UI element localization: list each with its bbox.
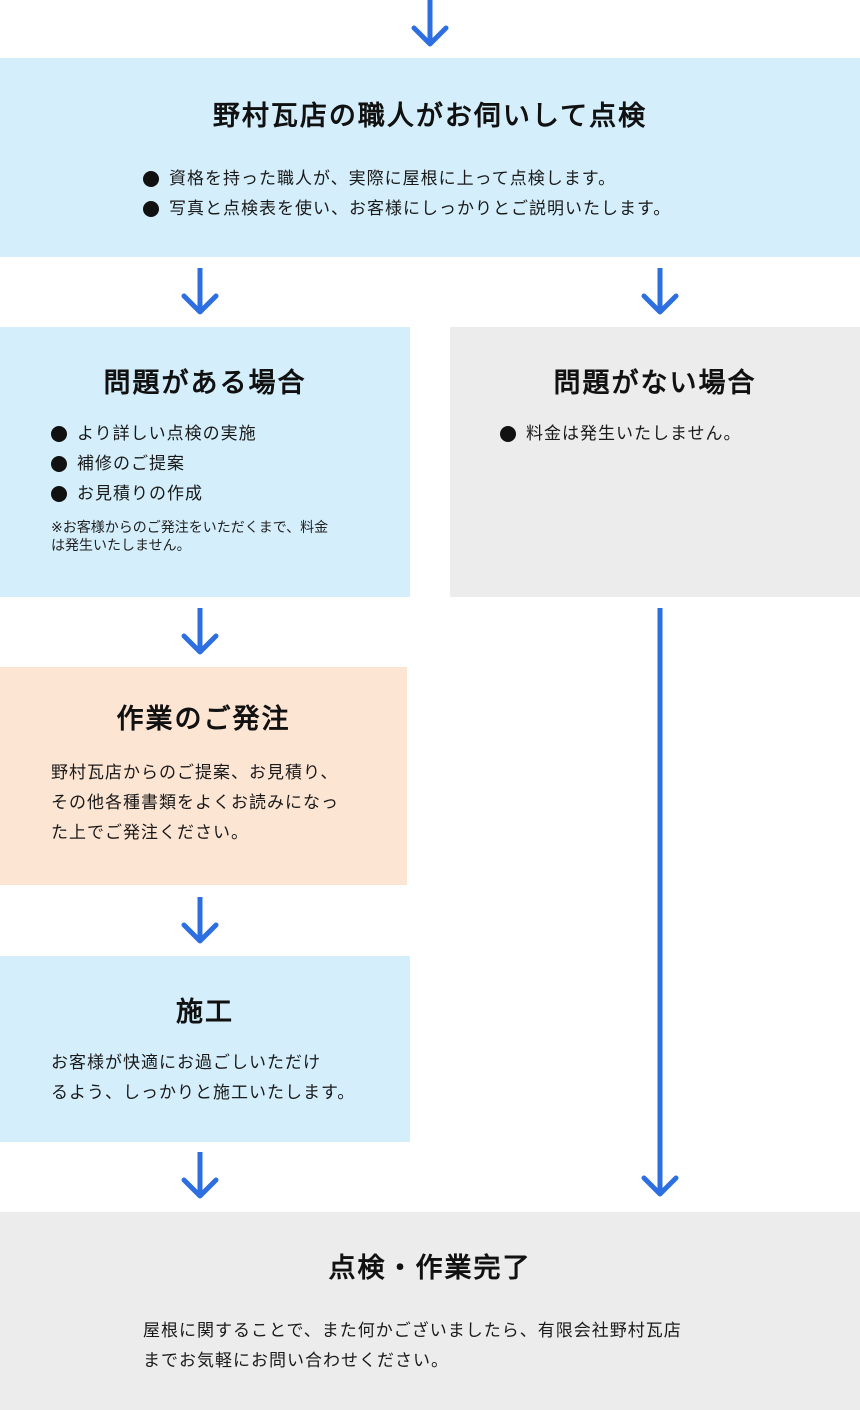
arrow-down-icon bbox=[411, 0, 449, 47]
list-item: 料金は発生いたしません。 bbox=[500, 419, 742, 449]
completion-title: 点検・作業完了 bbox=[328, 1253, 532, 1284]
construction-description: お客様が快適にお過ごしいただけ るよう、しっかりと施工いたします。 bbox=[51, 1053, 356, 1103]
list-item: お見積りの作成 bbox=[51, 479, 257, 509]
arrow-down-icon bbox=[181, 608, 219, 655]
order-step: 作業のご発注 野村瓦店からのご提案、お見積り、 その他各種書類をよくお読みになっ… bbox=[0, 667, 407, 885]
order-description: 野村瓦店からのご提案、お見積り、 その他各種書類をよくお読みになっ た上でご発注… bbox=[51, 763, 339, 843]
arrow-down-icon bbox=[641, 268, 679, 315]
bullet-icon bbox=[51, 456, 67, 472]
problem-bullet-list: より詳しい点検の実施 補修のご提案 お見積りの作成 bbox=[51, 419, 257, 509]
inspection-bullet-list: 資格を持った職人が、実際に屋根に上って点検します。 写真と点検表を使い、お客様に… bbox=[143, 164, 671, 224]
long-arrow-down-icon bbox=[641, 608, 679, 1197]
bullet-icon bbox=[143, 171, 159, 187]
no-problem-title: 問題がない場合 bbox=[553, 368, 757, 399]
construction-title: 施工 bbox=[176, 997, 234, 1028]
problem-case-step: 問題がある場合 より詳しい点検の実施 補修のご提案 お見積りの作成 ※お客様から… bbox=[0, 327, 410, 597]
problem-note: ※お客様からのご発注をいただくまで、料金 は発生いたしません。 bbox=[51, 520, 329, 554]
no-problem-bullet-list: 料金は発生いたしません。 bbox=[500, 419, 742, 449]
completion-step: 点検・作業完了 屋根に関することで、また何かございましたら、有限会社野村瓦店 ま… bbox=[0, 1212, 860, 1410]
bullet-icon bbox=[143, 201, 159, 217]
inspection-title: 野村瓦店の職人がお伺いして点検 bbox=[212, 101, 648, 132]
inspection-step: 野村瓦店の職人がお伺いして点検 資格を持った職人が、実際に屋根に上って点検します… bbox=[0, 58, 860, 257]
list-item: 資格を持った職人が、実際に屋根に上って点検します。 bbox=[143, 164, 671, 194]
problem-title: 問題がある場合 bbox=[103, 368, 307, 399]
list-item: 補修のご提案 bbox=[51, 449, 257, 479]
arrow-down-icon bbox=[181, 1152, 219, 1199]
order-title: 作業のご発注 bbox=[116, 704, 291, 735]
list-item: 写真と点検表を使い、お客様にしっかりとご説明いたします。 bbox=[143, 194, 671, 224]
list-item: より詳しい点検の実施 bbox=[51, 419, 257, 449]
bullet-icon bbox=[51, 426, 67, 442]
bullet-icon bbox=[500, 426, 516, 442]
arrow-down-icon bbox=[181, 897, 219, 944]
construction-step: 施工 お客様が快適にお過ごしいただけ るよう、しっかりと施工いたします。 bbox=[0, 956, 410, 1142]
arrow-down-icon bbox=[181, 268, 219, 315]
completion-description: 屋根に関することで、また何かございましたら、有限会社野村瓦店 までお気軽にお問い… bbox=[143, 1321, 682, 1371]
no-problem-case-step: 問題がない場合 料金は発生いたしません。 bbox=[450, 327, 860, 597]
bullet-icon bbox=[51, 486, 67, 502]
